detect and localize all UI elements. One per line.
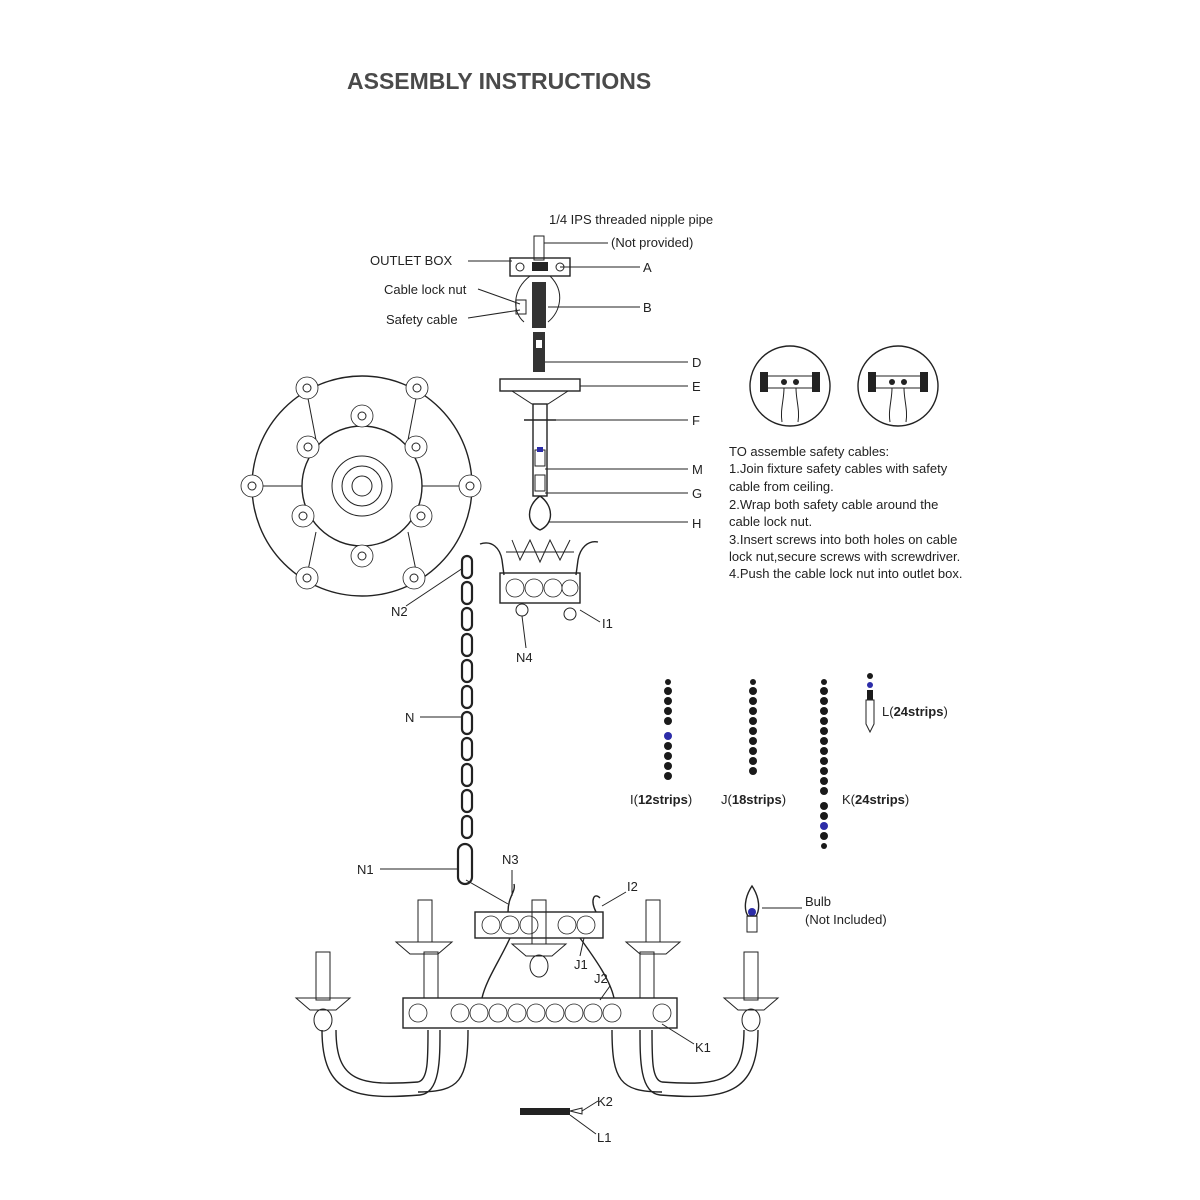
label-strip-i: I(12strips): [630, 792, 692, 807]
label-strip-l: L(24strips): [882, 704, 948, 719]
label-strip-j: J(18strips): [721, 792, 786, 807]
label-n4: N4: [516, 650, 533, 665]
label-a: A: [643, 260, 652, 275]
instruction-line: cable from ceiling.: [729, 479, 834, 494]
label-b: B: [643, 300, 652, 315]
label-k1: K1: [695, 1040, 711, 1055]
label-m: M: [692, 462, 703, 477]
label-h: H: [692, 516, 701, 531]
strip-j-illustration: [749, 679, 757, 775]
instruction-line: 3.Insert screws into both holes on cable: [729, 532, 957, 547]
upper-crown: [479, 538, 599, 621]
top-leader-lines: [467, 242, 688, 523]
label-g: G: [692, 486, 702, 501]
page-title: ASSEMBLY INSTRUCTIONS: [347, 68, 651, 94]
label-n1: N1: [357, 862, 374, 877]
label-f: F: [692, 413, 700, 428]
label-i2: I2: [627, 879, 638, 894]
instruction-line: 2.Wrap both safety cable around the: [729, 497, 938, 512]
label-n2: N2: [391, 604, 408, 619]
label-d: D: [692, 355, 701, 370]
safety-instructions: TO assemble safety cables: 1.Join fixtur…: [729, 444, 962, 581]
label-not-provided: (Not provided): [611, 235, 693, 250]
bulb-illustration: [744, 884, 760, 933]
label-l1: L1: [597, 1130, 611, 1145]
label-outlet-box: OUTLET BOX: [370, 253, 452, 268]
label-j1: J1: [574, 957, 588, 972]
label-i1: I1: [602, 616, 613, 631]
label-strip-k: K(24strips): [842, 792, 909, 807]
label-nipple-pipe: 1/4 IPS threaded nipple pipe: [549, 212, 713, 227]
instruction-line: lock nut,secure screws with screwdriver.: [729, 549, 960, 564]
label-k2: K2: [597, 1094, 613, 1109]
cable-lock-detail-1: [749, 345, 831, 427]
label-e: E: [692, 379, 701, 394]
instruction-line: cable lock nut.: [729, 514, 812, 529]
instruction-line: 4.Push the cable lock nut into outlet bo…: [729, 566, 962, 581]
instruction-line: 1.Join fixture safety cables with safety: [729, 461, 948, 476]
hanging-chain: [456, 554, 474, 886]
mounting-assembly: [499, 235, 581, 531]
label-n3: N3: [502, 852, 519, 867]
label-bulb: Bulb: [805, 894, 831, 909]
k2-l1-parts: [520, 1107, 583, 1115]
instructions-heading: TO assemble safety cables:: [729, 444, 889, 459]
strip-l-illustration: [865, 673, 875, 734]
label-safety-cable: Safety cable: [386, 312, 458, 327]
label-cable-lock-nut: Cable lock nut: [384, 282, 467, 297]
label-j2: J2: [594, 971, 608, 986]
strip-i-illustration: [664, 679, 672, 780]
label-n: N: [405, 710, 414, 725]
candle-holders: [294, 899, 780, 1032]
cable-lock-detail-2: [857, 345, 939, 427]
strip-k-illustration: [820, 679, 828, 849]
label-bulb-note: (Not Included): [805, 912, 887, 927]
chandelier-body: [321, 911, 759, 1098]
top-view-rosettes: [240, 376, 482, 590]
